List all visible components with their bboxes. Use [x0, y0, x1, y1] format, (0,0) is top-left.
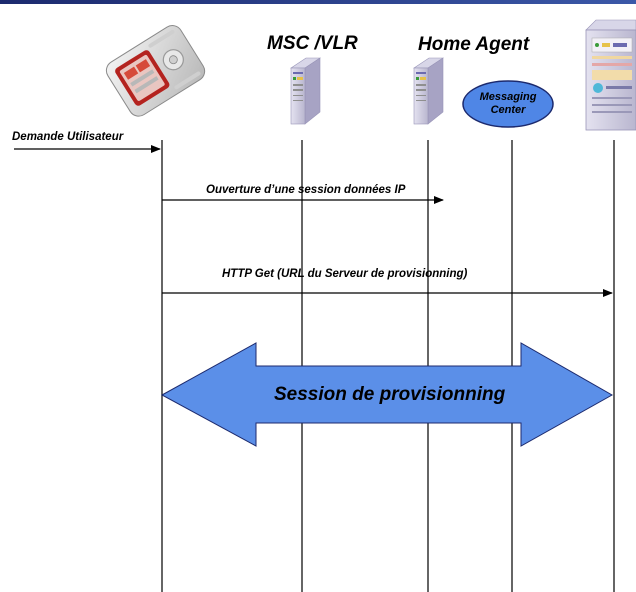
- user-request-label: Demande Utilisateur: [12, 131, 124, 143]
- messaging-center-line1: Messaging: [479, 91, 537, 103]
- phone-icon: [105, 25, 206, 117]
- provisioning-double-arrow: [160, 342, 614, 447]
- provisioning-session-label: Session de provisionning: [274, 384, 506, 405]
- server-icon: [290, 57, 321, 125]
- messaging-center-label: Messaging Center: [466, 91, 550, 117]
- server-icon: [413, 57, 444, 125]
- open-session-label: Ouverture d’une session données IP: [206, 184, 406, 196]
- messaging-center-ellipse: [462, 80, 554, 128]
- http-get-label: HTTP Get (URL du Serveur de provisionnin…: [222, 268, 468, 280]
- msc-label: MSC /VLR: [267, 33, 358, 54]
- top-bar: [0, 0, 636, 4]
- home-agent-label: Home Agent: [418, 34, 530, 55]
- messaging-center-line2: Center: [490, 104, 526, 116]
- server-large-icon: [585, 19, 636, 131]
